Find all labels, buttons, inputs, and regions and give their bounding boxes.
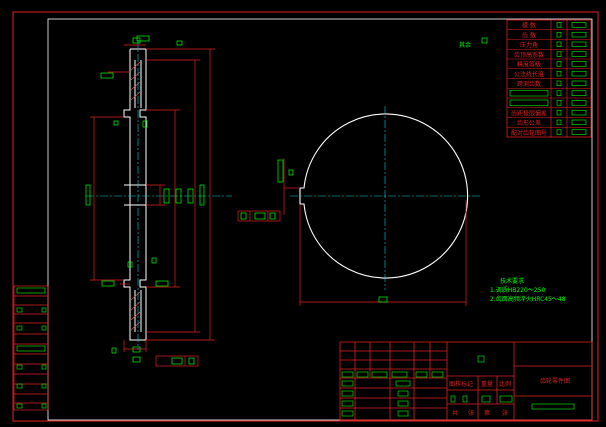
param-unit-box <box>571 61 587 67</box>
param-unit-box <box>571 31 587 38</box>
sheet-no: 第 <box>484 409 490 417</box>
param-unit-box <box>571 90 587 96</box>
param-row-label: 精度等级 <box>517 61 541 69</box>
param-value-box <box>556 22 562 28</box>
param-value-box <box>556 119 562 126</box>
param-row-label: 模 数 <box>522 22 536 30</box>
tech-item-2: 2.齿面高频淬火HRC45～48 <box>490 295 566 303</box>
section-dimensions <box>90 44 215 352</box>
title-block <box>339 341 593 421</box>
param-value-box <box>556 129 562 135</box>
section-dim-text <box>85 35 205 363</box>
gear-front-view <box>290 106 482 290</box>
param-value-box <box>556 100 562 106</box>
section-hatch <box>130 61 141 331</box>
param-unit-box <box>571 80 587 87</box>
param-row-blank <box>509 99 549 107</box>
drawing-name: 齿轮零件图 <box>540 377 570 385</box>
roughness-symbol <box>481 37 488 44</box>
field-weight: 重量 <box>481 380 493 388</box>
param-row-label: 齿顶高系数 <box>514 51 544 59</box>
param-row-label: 齿形公差 <box>517 119 541 127</box>
param-row-label: 配对齿轮图号 <box>511 129 547 137</box>
param-unit-box <box>571 51 587 57</box>
param-unit-box <box>571 70 587 77</box>
left-side-blocks <box>13 285 49 411</box>
param-value-box <box>556 51 562 57</box>
param-table: 模 数齿 数压力角齿顶高系数精度等级公法线长度跨测齿数齿距极限偏差齿形公差配对齿… <box>506 19 592 138</box>
title-block-text-boxes <box>341 355 575 417</box>
datum-tag-text <box>171 159 294 365</box>
param-unit-box <box>571 22 587 28</box>
sheet-unit-2: 张 <box>502 409 508 417</box>
param-unit-box <box>571 129 587 135</box>
param-value-box <box>556 109 562 116</box>
tech-item-1: 1.调质HB220～250 <box>490 286 545 294</box>
param-value-box <box>556 90 562 96</box>
param-value-box <box>556 70 562 77</box>
left-side-text <box>16 287 47 409</box>
sheet-total: 共 <box>452 409 458 417</box>
param-unit-box <box>571 119 587 126</box>
param-row-label: 齿 数 <box>522 31 536 39</box>
tech-title: 技术要求 <box>500 277 524 285</box>
param-row-label: 齿距极限偏差 <box>511 109 547 117</box>
param-unit-box <box>571 41 587 48</box>
param-row-label: 公法线长度 <box>514 70 544 78</box>
sheet-border <box>12 11 599 422</box>
param-unit-box <box>571 100 587 106</box>
param-row-label: 跨测齿数 <box>517 80 541 88</box>
label-other: 其余 <box>459 41 471 49</box>
param-row-label: 压力角 <box>520 41 538 49</box>
field-scale: 比例 <box>499 380 511 388</box>
drawing-frame <box>47 18 593 421</box>
param-row-blank <box>509 89 549 97</box>
tech-requirements: 技术要求 1.调质HB220～250 2.齿面高频淬火HRC45～48 <box>490 277 566 303</box>
param-value-box <box>556 31 562 38</box>
param-value-box <box>556 80 562 87</box>
front-dimensions <box>283 158 467 306</box>
param-value-box <box>556 61 562 67</box>
datum-tags <box>155 210 281 367</box>
param-value-box <box>556 41 562 48</box>
param-unit-box <box>571 109 587 116</box>
front-dim-text <box>378 296 388 303</box>
field-mark: 图样标记 <box>449 380 473 388</box>
sheet-unit-1: 张 <box>468 409 474 417</box>
